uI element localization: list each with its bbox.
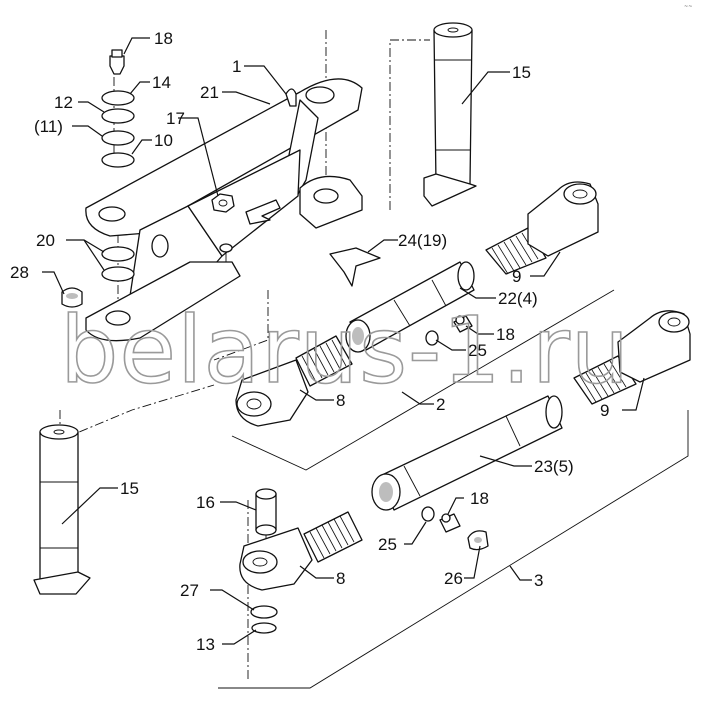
callout-8-lower: 8 bbox=[336, 569, 345, 588]
callout-23: 23(5) bbox=[534, 457, 574, 476]
tube-22 bbox=[345, 261, 475, 353]
plug-28 bbox=[61, 287, 83, 308]
callout-14: 14 bbox=[152, 73, 171, 92]
grease-fitting-18-mid bbox=[453, 315, 473, 333]
callout-9-lower: 9 bbox=[600, 401, 609, 420]
callout-1: 1 bbox=[232, 57, 241, 76]
callout-18-top: 18 bbox=[154, 29, 173, 48]
bracket-21 bbox=[85, 78, 363, 342]
callout-20: 20 bbox=[36, 231, 55, 250]
callout-22: 22(4) bbox=[498, 289, 538, 308]
clevis-8-upper bbox=[235, 335, 353, 427]
latch-24 bbox=[329, 247, 381, 287]
rings-20 bbox=[101, 246, 135, 282]
pin-15-lower bbox=[33, 424, 91, 595]
callout-18-lower: 18 bbox=[470, 489, 489, 508]
washer-25-lower bbox=[421, 506, 435, 522]
callout-16: 16 bbox=[196, 493, 215, 512]
callout-17: 17 bbox=[166, 109, 185, 128]
nut-17 bbox=[211, 193, 235, 213]
clevis-9-lower bbox=[573, 310, 691, 405]
callout-28: 28 bbox=[10, 263, 29, 282]
washer-25-upper bbox=[425, 330, 439, 346]
callouts: 18 14 12 (11) 10 1 21 17 20 28 15 24(19)… bbox=[10, 29, 609, 654]
callout-25-lower: 25 bbox=[378, 535, 397, 554]
callout-15-upper: 15 bbox=[512, 63, 531, 82]
ring-27 bbox=[250, 605, 278, 619]
callout-21: 21 bbox=[200, 83, 219, 102]
callout-18-mid: 18 bbox=[496, 325, 515, 344]
ring-10 bbox=[101, 152, 135, 168]
grease-fitting-18-lower bbox=[439, 513, 461, 533]
callout-3: 3 bbox=[534, 571, 543, 590]
pin-16 bbox=[255, 488, 277, 536]
ring-14 bbox=[101, 90, 135, 106]
callout-8-upper: 8 bbox=[336, 391, 345, 410]
grease-fitting-18-top bbox=[109, 49, 125, 75]
callout-12: 12 bbox=[54, 93, 73, 112]
ring-11 bbox=[101, 130, 135, 146]
callout-13: 13 bbox=[196, 635, 215, 654]
callout-10: 10 bbox=[154, 131, 173, 150]
tube-23 bbox=[371, 395, 563, 511]
callout-27: 27 bbox=[180, 581, 199, 600]
ring-stack bbox=[101, 90, 135, 168]
callout-11: (11) bbox=[34, 117, 63, 136]
callout-24: 24(19) bbox=[398, 231, 447, 250]
callout-25-upper: 25 bbox=[468, 341, 487, 360]
leader-lines bbox=[42, 37, 645, 645]
clevis-8-lower bbox=[239, 511, 363, 591]
watermark: belarus-1.ru bbox=[60, 297, 630, 404]
pin-15-upper bbox=[423, 22, 477, 207]
corner-mark: ~~ bbox=[684, 4, 692, 10]
callout-2: 2 bbox=[436, 395, 445, 414]
clevis-9-upper bbox=[485, 181, 599, 275]
cap-26 bbox=[467, 530, 489, 551]
ring-13 bbox=[251, 622, 277, 634]
assembly-2-outline bbox=[231, 289, 615, 471]
latch-plate bbox=[245, 199, 281, 225]
rings-27-13 bbox=[250, 605, 278, 634]
ring-12 bbox=[101, 108, 135, 124]
callout-9-upper: 9 bbox=[512, 267, 521, 286]
callout-15-lower: 15 bbox=[120, 479, 139, 498]
clip-1 bbox=[285, 88, 297, 107]
callout-26: 26 bbox=[444, 569, 463, 588]
assembly-3-outline bbox=[218, 410, 689, 689]
